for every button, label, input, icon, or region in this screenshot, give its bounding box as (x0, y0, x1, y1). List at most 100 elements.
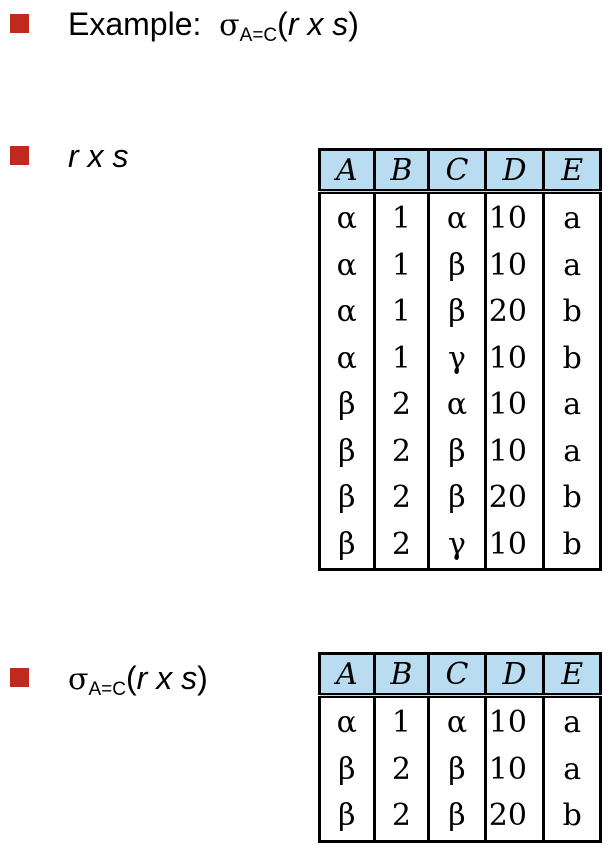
table-cell: 2 (372, 475, 431, 522)
table-cell: a (542, 695, 602, 747)
table-cell: α (427, 191, 487, 243)
table-cell: β (318, 746, 376, 793)
product-operator: x (156, 660, 173, 696)
table-cell: 2 (372, 382, 431, 429)
table-cell: α (427, 695, 487, 747)
column-header: D (483, 653, 546, 698)
table-cell: a (542, 191, 602, 243)
table-row: α 1 α 10 a (318, 191, 602, 243)
table-cell: α (318, 695, 376, 747)
product-operator: x (307, 6, 324, 42)
table-cell: a (542, 428, 602, 475)
product-table: A B C D E α 1 α 10 a α 1 β 10 a α 1 β 20… (318, 148, 602, 571)
example-label: Example: (68, 6, 202, 42)
table-row: β 2 γ 10 b (318, 521, 602, 570)
column-header: A (318, 653, 376, 698)
table-cell: 1 (372, 242, 431, 289)
table-cell: β (318, 382, 376, 429)
relation-s: s (112, 138, 129, 174)
table-cell: α (318, 335, 376, 382)
table-row: α 1 γ 10 b (318, 335, 602, 382)
close-paren: ) (197, 660, 208, 696)
table-cell: β (427, 746, 487, 793)
table-cell: β (427, 475, 487, 522)
open-paren: ( (277, 6, 288, 42)
table-cell: β (318, 521, 376, 570)
table-cell: β (427, 289, 487, 336)
table-cell: γ (427, 521, 487, 570)
product-operator: x (87, 138, 104, 174)
selection-heading: σA=C(r x s) (68, 658, 208, 710)
table-row: β 2 β 20 b (318, 475, 602, 522)
table-row: β 2 β 10 a (318, 428, 602, 475)
table-cell: a (542, 746, 602, 793)
relation-s: s (181, 660, 198, 696)
table-cell: 10 (483, 746, 546, 793)
relation-r: r (287, 6, 299, 42)
table-cell: 10 (483, 191, 546, 243)
table-cell: 2 (372, 793, 431, 841)
selection-condition: A=C (239, 25, 278, 46)
table-header-row: A B C D E (318, 653, 602, 698)
table-row: α 1 α 10 a (318, 695, 602, 747)
column-header: B (372, 149, 431, 194)
example-heading: Example: σA=C(r x s) (68, 4, 359, 56)
table-row: α 1 β 10 a (318, 242, 602, 289)
close-paren: ) (348, 6, 359, 42)
table-cell: b (542, 335, 602, 382)
table-cell: β (427, 242, 487, 289)
relation-r: r (68, 138, 79, 174)
table-cell: b (542, 793, 602, 841)
column-header: B (372, 653, 431, 698)
open-paren: ( (125, 660, 137, 696)
selection-condition: A=C (88, 679, 126, 700)
table-cell: 2 (372, 428, 431, 475)
table-cell: α (318, 289, 376, 336)
table-cell: 1 (372, 191, 431, 243)
table-row: β 2 α 10 a (318, 382, 602, 429)
table-cell: α (427, 382, 487, 429)
table-cell: 1 (372, 695, 431, 747)
sigma-symbol: σ (68, 662, 89, 697)
column-header: C (427, 653, 487, 698)
table-cell: 10 (483, 428, 546, 475)
column-header: E (542, 653, 602, 698)
table-cell: α (318, 242, 376, 289)
product-heading: r x s (68, 136, 128, 176)
table-cell: 1 (372, 289, 431, 336)
table-cell: γ (427, 335, 487, 382)
column-header: E (542, 149, 602, 194)
table-cell: β (318, 428, 376, 475)
column-header: A (318, 149, 376, 194)
table-cell: β (427, 428, 487, 475)
table-cell: 10 (483, 242, 546, 289)
bullet-marker (10, 146, 29, 165)
relation-r: r (136, 660, 148, 696)
table-cell: α (318, 191, 376, 243)
table-cell: b (542, 289, 602, 336)
table-cell: 10 (483, 382, 546, 429)
table-cell: 10 (483, 521, 546, 570)
table-cell: 20 (483, 289, 546, 336)
table-cell: β (318, 475, 376, 522)
table-row: α 1 β 20 b (318, 289, 602, 336)
table-cell: β (318, 793, 376, 841)
table-cell: 1 (372, 335, 431, 382)
table-header-row: A B C D E (318, 149, 602, 194)
table-cell: b (542, 475, 602, 522)
table-cell: 20 (483, 475, 546, 522)
table-row: β 2 β 20 b (318, 793, 602, 841)
table-cell: a (542, 382, 602, 429)
table-cell: 2 (372, 746, 431, 793)
table-cell: b (542, 521, 602, 570)
selection-table: A B C D E α 1 α 10 a β 2 β 10 a β 2 β 20… (318, 652, 602, 843)
sigma-symbol: σ (219, 8, 240, 43)
table-cell: a (542, 242, 602, 289)
bullet-marker (10, 14, 29, 33)
column-header: D (483, 149, 546, 194)
table-row: β 2 β 10 a (318, 746, 602, 793)
table-cell: 20 (483, 793, 546, 841)
relation-s: s (332, 6, 349, 42)
table-cell: 10 (483, 335, 546, 382)
column-header: C (427, 149, 487, 194)
